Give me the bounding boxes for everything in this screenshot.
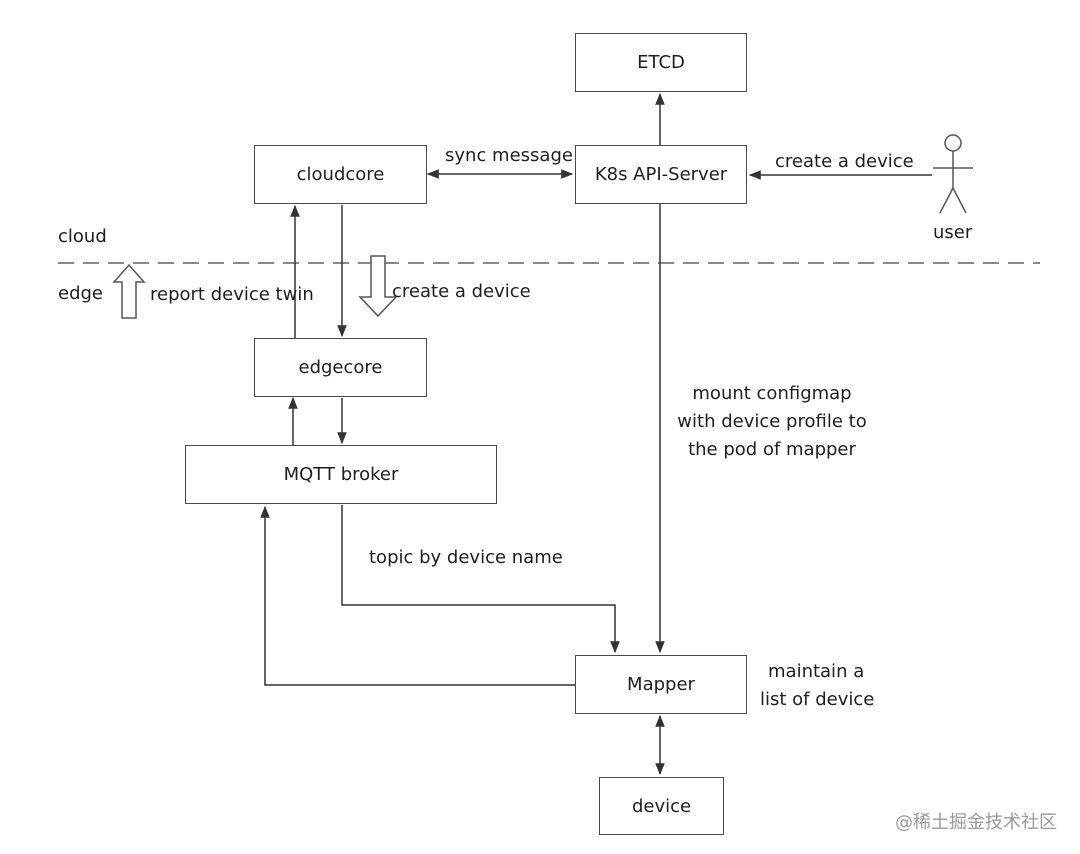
mapper-to-mqtt-arrow — [260, 505, 575, 686]
cloud-zone-label: cloud — [58, 226, 107, 247]
mount-configmap-line-1: mount configmap — [692, 383, 852, 404]
mount-configmap-label: mount configmap with device profile to t… — [672, 380, 872, 464]
maintain-list-line-2: list of device — [760, 689, 875, 710]
edge-zone-label: edge — [58, 283, 103, 304]
mapper-node: Mapper — [575, 655, 747, 714]
user-create-device-label: create a device — [775, 151, 914, 172]
edge-create-device-label: create a device — [392, 281, 531, 302]
etcd-node: ETCD — [575, 33, 747, 92]
device-node: device — [599, 777, 724, 835]
maintain-list-line-1: maintain a — [768, 661, 865, 682]
create-device-hollow-arrow — [358, 255, 398, 318]
mount-configmap-line-2: with device profile to — [677, 411, 867, 432]
sync-message-label: sync message — [445, 145, 573, 166]
user-icon — [933, 134, 973, 214]
report-device-twin-hollow-arrow — [112, 263, 146, 319]
maintain-list-label: maintain a list of device — [760, 658, 874, 714]
user-label: user — [933, 222, 973, 243]
report-device-twin-label: report device twin — [150, 284, 314, 305]
watermark: @稀土掘金技术社区 — [895, 812, 1057, 833]
edgecore-node: edgecore — [254, 338, 427, 397]
cloudcore-node: cloudcore — [254, 145, 427, 204]
mqtt-broker-node: MQTT broker — [185, 445, 497, 504]
mount-configmap-line-3: the pod of mapper — [688, 439, 856, 460]
mqtt-topic-to-mapper-arrow — [341, 505, 620, 654]
topic-by-device-name-label: topic by device name — [369, 547, 563, 568]
k8s-api-server-node: K8s API-Server — [575, 145, 747, 204]
